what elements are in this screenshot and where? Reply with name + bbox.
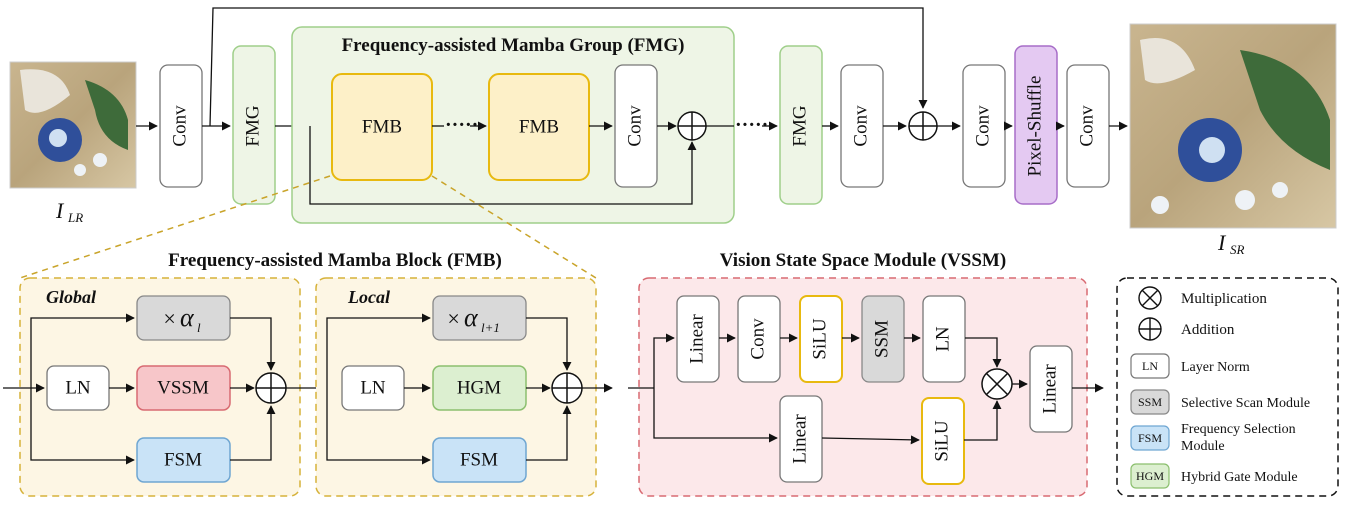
conv-block-4: Conv: [1066, 64, 1110, 188]
alpha-block-global: × α l: [136, 295, 231, 341]
conv-block-vssm: Conv: [737, 295, 781, 383]
fmg-group-title: Frequency-assisted Mamba Group (FMG): [342, 35, 685, 56]
svg-text:HGM: HGM: [457, 377, 501, 398]
svg-text:Multiplication: Multiplication: [1181, 291, 1267, 307]
conv-block-3: Conv: [962, 64, 1006, 188]
ln-block-vssm: LN: [922, 295, 966, 383]
svg-text:SSM: SSM: [871, 320, 892, 358]
legend-item-addition: Addition: [1138, 317, 1235, 341]
svg-text:LN: LN: [360, 377, 386, 398]
legend-item-ssm: SSM Selective Scan Module: [1130, 389, 1310, 415]
input-label-sub: LR: [67, 210, 83, 225]
fmb-dots: ·····: [445, 114, 478, 136]
svg-text:Conv: Conv: [169, 105, 190, 147]
svg-text:α: α: [464, 303, 479, 332]
svg-text:HGM: HGM: [1136, 469, 1164, 483]
svg-text:SiLU: SiLU: [931, 420, 952, 461]
output-label-sub: SR: [1230, 242, 1245, 257]
fmb-block-1: FMB: [331, 73, 433, 181]
svg-text:Conv: Conv: [624, 105, 645, 147]
ln-block-global: LN: [46, 365, 110, 411]
conv-block-group: Conv: [614, 64, 658, 188]
vssm-section-title: Vision State Space Module (VSSM): [720, 250, 1006, 271]
addition-icon: [255, 372, 287, 404]
conv-block-1: Conv: [159, 64, 203, 188]
svg-text:Hybrid Gate Module: Hybrid Gate Module: [1181, 470, 1298, 485]
input-label: I: [55, 198, 65, 223]
svg-text:Conv: Conv: [1076, 105, 1097, 147]
svg-text:FSM: FSM: [460, 449, 498, 470]
global-skip-connection: [209, 7, 928, 127]
svg-text:Pixel-Shuffle: Pixel-Shuffle: [1024, 76, 1045, 177]
fmg-dots: ·····: [735, 114, 768, 136]
addition-icon: [677, 111, 707, 141]
multiplication-icon: [981, 368, 1013, 400]
svg-text:Conv: Conv: [747, 318, 768, 360]
ln-block-local: LN: [341, 365, 405, 411]
legend-item-ln: LN Layer Norm: [1130, 353, 1250, 379]
legend-item-multiplication: Multiplication: [1138, 286, 1267, 310]
addition-icon: [1138, 317, 1162, 341]
fmb-block-2: FMB: [488, 73, 590, 181]
linear-block-1: Linear: [676, 295, 720, 383]
svg-text:SSM: SSM: [1138, 395, 1162, 409]
svg-text:Linear: Linear: [686, 314, 707, 364]
svg-text:×: ×: [446, 306, 461, 331]
svg-text:Selective Scan Module: Selective Scan Module: [1181, 396, 1310, 411]
linear-block-2: Linear: [779, 395, 823, 483]
output-label: I: [1217, 230, 1227, 255]
fmg-block-1: FMG: [232, 45, 276, 205]
svg-text:Addition: Addition: [1181, 322, 1235, 338]
silu-block-2: SiLU: [921, 397, 965, 485]
addition-icon: [908, 111, 938, 141]
svg-text:l: l: [197, 320, 201, 335]
vssm-block: VSSM: [136, 365, 231, 411]
global-label: Global: [46, 287, 96, 307]
svg-text:α: α: [180, 303, 195, 332]
svg-text:Linear: Linear: [1039, 364, 1060, 414]
svg-text:Linear: Linear: [789, 414, 810, 464]
fsm-block-global: FSM: [136, 437, 231, 483]
hgm-block: HGM: [432, 365, 527, 411]
multiplication-icon: [1138, 286, 1162, 310]
svg-text:Conv: Conv: [972, 105, 993, 147]
svg-text:FMG: FMG: [242, 105, 263, 146]
group-residual: [309, 126, 697, 205]
svg-text:VSSM: VSSM: [157, 377, 209, 398]
svg-text:FMB: FMB: [519, 116, 559, 137]
legend-panel: [1116, 277, 1339, 497]
ssm-block: SSM: [861, 295, 905, 383]
fsm-block-local: FSM: [432, 437, 527, 483]
pixel-shuffle-block: Pixel-Shuffle: [1014, 45, 1058, 205]
svg-text:LN: LN: [65, 377, 91, 398]
output-image: [1129, 23, 1337, 229]
svg-text:×: ×: [162, 306, 177, 331]
svg-text:FMG: FMG: [789, 105, 810, 146]
conv-block-2: Conv: [840, 64, 884, 188]
fmb-section-title: Frequency-assisted Mamba Block (FMB): [168, 250, 502, 271]
svg-text:LN: LN: [932, 326, 953, 352]
addition-icon: [551, 372, 583, 404]
svg-text:Layer Norm: Layer Norm: [1181, 360, 1250, 375]
svg-text:l+1: l+1: [481, 320, 500, 335]
input-image: [9, 61, 137, 189]
svg-text:FSM: FSM: [164, 449, 202, 470]
alpha-block-local: × α l+1: [432, 295, 527, 341]
svg-text:Conv: Conv: [850, 105, 871, 147]
svg-text:FSM: FSM: [1138, 431, 1162, 445]
svg-text:LN: LN: [1142, 359, 1158, 373]
silu-block-1: SiLU: [799, 295, 843, 383]
local-label: Local: [347, 287, 390, 307]
svg-text:FMB: FMB: [362, 116, 402, 137]
fmg-block-2: FMG: [779, 45, 823, 205]
linear-block-3: Linear: [1029, 345, 1073, 433]
svg-text:SiLU: SiLU: [809, 318, 830, 359]
legend-item-hgm: HGM Hybrid Gate Module: [1130, 463, 1298, 489]
